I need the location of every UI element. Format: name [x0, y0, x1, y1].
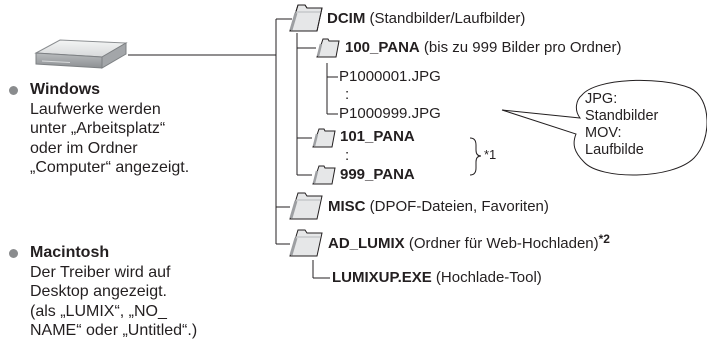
lumixup-name: LUMIXUP.EXE: [332, 269, 432, 286]
file-first: P1000001.JPG: [339, 68, 441, 85]
lumixup-desc: (Hochlade-Tool): [431, 269, 542, 286]
macintosh-line: (als „LUMIX“, „NO_: [30, 302, 167, 320]
dcim-name: DCIM: [327, 10, 366, 27]
folder-icon: [312, 128, 336, 148]
bullet-icon: [9, 249, 18, 258]
windows-line: oder im Ordner: [30, 139, 138, 157]
macintosh-note: Macintosh Der Treiber wird auf Desktop a…: [9, 243, 198, 341]
bubble-line: Laufbilde: [585, 142, 644, 158]
misc-desc: (DPOF-Dateien, Favoriten): [365, 198, 549, 215]
misc-folder-label: MISC (DPOF-Dateien, Favoriten): [328, 198, 549, 216]
windows-line: Laufwerke werden: [30, 100, 161, 118]
bubble-line: Standbilder: [585, 108, 659, 124]
ad-lumix-desc: (Ordner für Web-Hochladen): [404, 235, 599, 252]
lumixup-file-label: LUMIXUP.EXE (Hochlade-Tool): [332, 269, 542, 287]
ad-lumix-folder-label: AD_LUMIX (Ordner für Web-Hochladen)*2: [328, 232, 610, 253]
macintosh-line: Desktop angezeigt.: [30, 283, 167, 300]
dcim-folder-label: DCIM (Standbilder/Laufbilder): [327, 10, 525, 28]
ad-lumix-name: AD_LUMIX: [328, 235, 405, 252]
folder-dots: :: [345, 147, 350, 164]
windows-line: „Computer“ angezeigt.: [30, 159, 190, 176]
misc-name: MISC: [328, 198, 366, 215]
folder-icon: [312, 165, 336, 185]
bubble-line: JPG:: [585, 91, 618, 107]
file-type-bubble: JPG: Standbilder MOV: Laufbilde: [585, 91, 705, 159]
pana100-desc: (bis zu 999 Bilder pro Ordner): [419, 39, 622, 56]
windows-note: Windows Laufwerke werden unter „Arbeitsp…: [9, 80, 190, 178]
windows-title: Windows: [30, 81, 101, 98]
pana100-folder-label: 100_PANA (bis zu 999 Bilder pro Ordner): [345, 39, 622, 57]
drive-icon: [30, 37, 130, 71]
folder-icon: [289, 4, 323, 32]
bubble-line: MOV:: [585, 125, 622, 141]
folder-icon: [289, 192, 323, 220]
pana999-folder-label: 999_PANA: [340, 166, 415, 183]
bullet-icon: [9, 86, 18, 95]
dcim-desc: (Standbilder/Laufbilder): [365, 10, 526, 27]
file-last: P1000999.JPG: [339, 105, 441, 122]
pana100-name: 100_PANA: [345, 39, 420, 56]
pana101-folder-label: 101_PANA: [340, 128, 415, 145]
footnote-2: *2: [598, 232, 610, 246]
macintosh-line: NAME“ oder „Untitled“.): [30, 322, 198, 339]
folder-icon: [316, 38, 340, 58]
windows-line: unter „Arbeitsplatz“: [30, 120, 166, 137]
footnote-1: *1: [484, 147, 497, 162]
macintosh-title: Macintosh: [30, 244, 110, 261]
file-dots: :: [345, 86, 350, 103]
folder-icon: [289, 229, 323, 257]
macintosh-line: Der Treiber wird auf: [30, 263, 171, 281]
